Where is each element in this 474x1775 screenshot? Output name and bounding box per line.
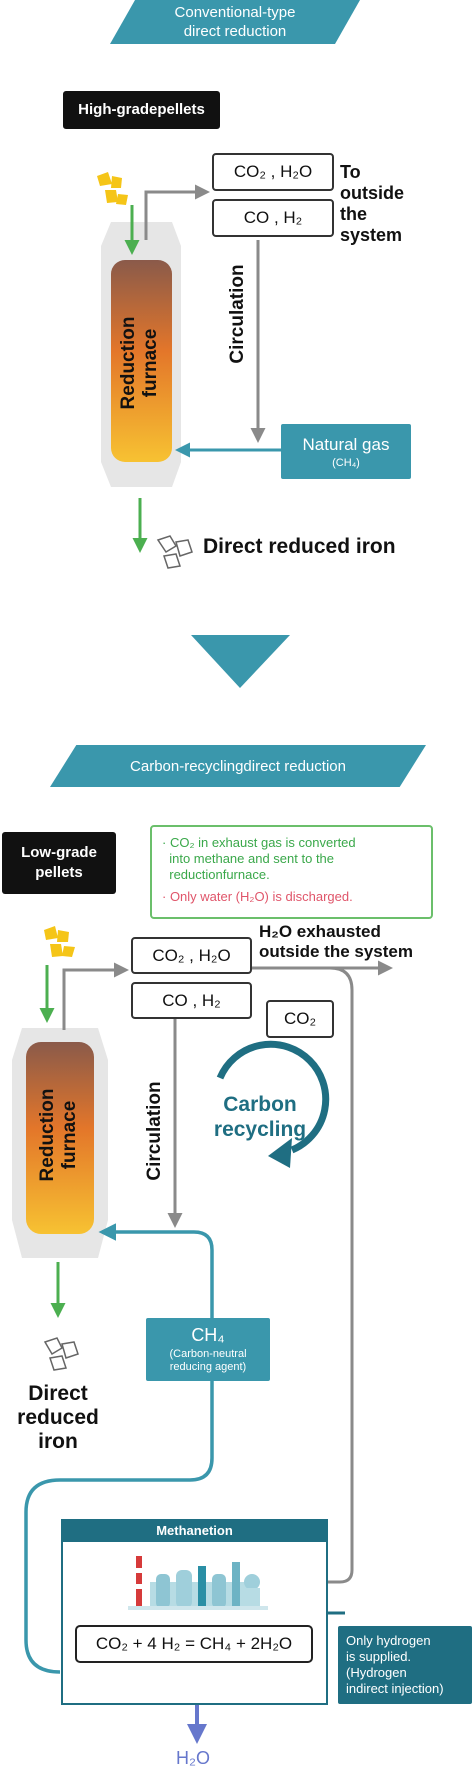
conventional-furnace-shape	[101, 222, 181, 487]
recycle-gas-box-2: CO , H₂	[131, 982, 252, 1019]
conventional-banner: Conventional-type direct reduction	[110, 0, 360, 44]
methanation-box	[61, 1519, 328, 1705]
methanation-equation: CO₂ + 4 H₂ = CH₄ + 2H₂O	[95, 1634, 293, 1653]
low-grade-pellets-icon	[44, 926, 75, 957]
hydrogen-supply-box: Only hydrogen is supplied. (Hydrogen ind…	[338, 1626, 472, 1704]
methanation-plant-icon	[128, 1556, 268, 1610]
process-note-box: · CO₂ in exhaust gas is converted into m…	[150, 825, 433, 919]
exhaust-gas-box-2: CO₂ , H₂O	[131, 937, 252, 974]
ch4-feed-line	[24, 1223, 214, 1674]
ch4-sub-label: (Carbon-neutral reducing agent)	[169, 1348, 247, 1373]
h2o-exhausted-label: H₂O exhausted outside the system	[259, 922, 413, 961]
direct-reduced-iron-label: Direct reduced iron	[203, 535, 396, 558]
recycling-furnace-shape	[12, 1028, 108, 1258]
circulation-label: Circulation	[227, 264, 248, 364]
low-grade-pellets-label: Low-grade pellets	[2, 832, 116, 894]
direct-reduced-iron-label-2: Direct reduced iron	[17, 1382, 99, 1453]
natural-gas-box: Natural gas (CH₄)	[281, 424, 411, 479]
furnace-label: Reduction furnace	[118, 316, 161, 410]
carbon-recycling-cycle-icon	[216, 1040, 330, 1154]
furnace-label-2: Reduction furnace	[37, 1088, 80, 1182]
to-outside-label: To outside the system	[340, 162, 405, 245]
high-grade-pellets-icon	[97, 172, 128, 205]
direct-reduced-iron-icon-2	[43, 1337, 79, 1371]
co2-to-methanation-arrow	[302, 966, 354, 1590]
recycle-gas-box: CO , H₂	[212, 199, 334, 237]
high-grade-pellets-label: High-gradepellets	[63, 91, 220, 129]
natural-gas-formula: (CH₄)	[332, 456, 360, 469]
exhaust-arrow-2	[62, 962, 129, 1030]
direct-reduced-iron-icon	[156, 535, 193, 569]
transition-arrow	[191, 635, 290, 688]
equation-box	[75, 1625, 313, 1663]
ch4-label: CH₄	[191, 1325, 225, 1345]
circulation-label-2: Circulation	[144, 1081, 165, 1181]
carbon-recycling-banner: Carbon-recyclingdirect reduction	[50, 745, 426, 787]
methanation-title: Methanetion	[156, 1523, 233, 1538]
co2-conversion-note: · CO₂ in exhaust gas is converted into m…	[162, 835, 356, 882]
water-discharge-note: · Only water (H₂O) is discharged.	[162, 889, 353, 904]
hydrogen-supply-note: Only hydrogen is supplied. (Hydrogen ind…	[346, 1633, 444, 1696]
carbon-recycling-label: Carbon recycling	[213, 1093, 307, 1141]
co2-box: CO₂	[266, 1000, 334, 1038]
exhaust-arrow	[144, 184, 210, 240]
h2o-output-label: H₂O	[176, 1748, 210, 1768]
ch4-box: CH₄ (Carbon-neutral reducing agent)	[146, 1318, 270, 1381]
exhaust-gas-box: CO₂ , H₂O	[212, 153, 334, 191]
natural-gas-label: Natural gas	[302, 434, 390, 454]
